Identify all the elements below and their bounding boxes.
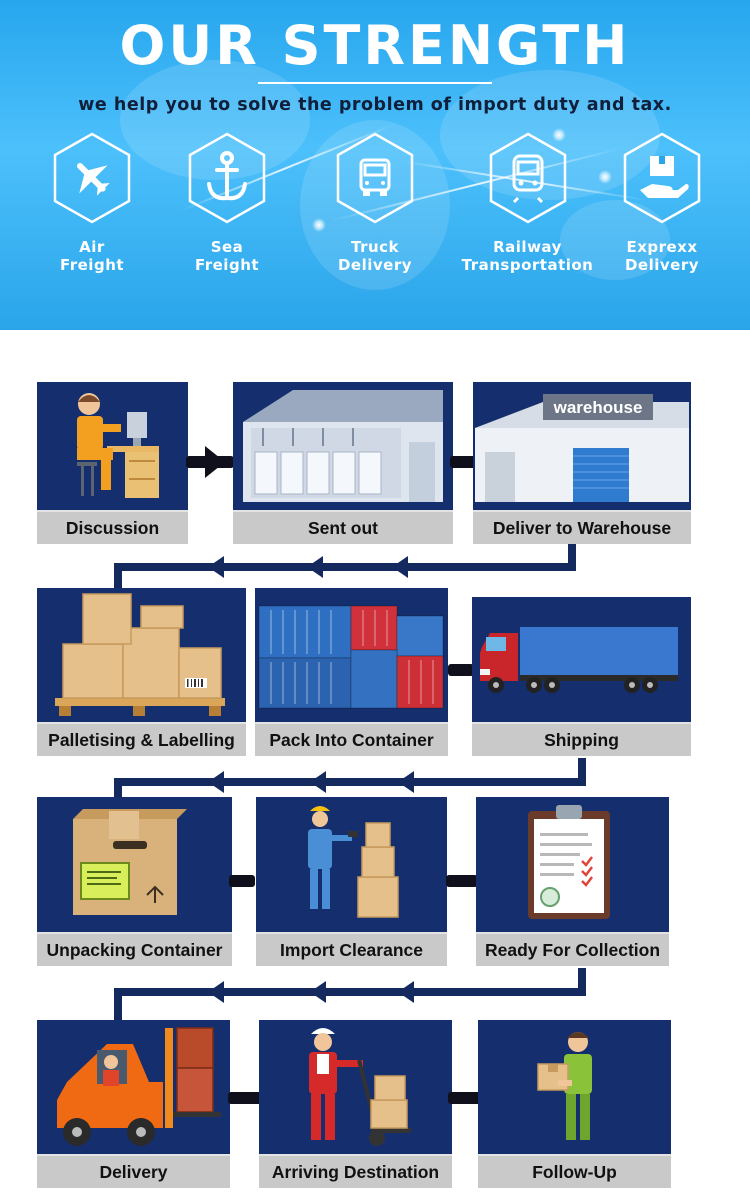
hand-truck-worker-icon — [259, 1020, 452, 1152]
step-label: Pack Into Container — [255, 722, 448, 756]
flow-line — [114, 988, 122, 1022]
service-label: Air — [79, 238, 105, 256]
flow-line — [578, 758, 586, 786]
flow-line — [114, 778, 122, 800]
map-continent-shape — [120, 60, 310, 180]
service-label: Freight — [194, 256, 260, 274]
arrow-right-icon — [205, 446, 225, 478]
step-card-discussion: Discussion — [37, 382, 188, 544]
flow-arrow — [208, 981, 224, 1003]
step-card-ready-for-collection: Ready For Collection — [476, 797, 669, 966]
page-subtitle: we help you to solve the problem of impo… — [78, 95, 672, 115]
flow-arrow — [310, 771, 326, 793]
package-hand-icon — [623, 132, 701, 224]
step-card-arriving-destination: Arriving Destination — [259, 1020, 452, 1188]
step-connector — [448, 664, 474, 676]
clipboard-checklist-icon — [476, 797, 669, 932]
flow-arrow — [208, 771, 224, 793]
map-continent-shape — [300, 120, 450, 290]
flow-arrow — [398, 771, 414, 793]
step-label: Follow-Up — [478, 1154, 671, 1188]
route-glow-dot — [312, 218, 326, 232]
flow-line — [578, 968, 586, 996]
route-glow-dot — [552, 128, 566, 142]
page-title: OUR STRENGTH — [119, 14, 631, 77]
step-label: Unpacking Container — [37, 932, 232, 966]
courier-with-box-icon — [478, 1020, 671, 1152]
step-connector — [228, 1092, 262, 1104]
worker-scanning-boxes-icon — [256, 797, 447, 932]
flow-arrow — [398, 981, 414, 1003]
flow-line — [114, 778, 586, 786]
forklift-icon — [37, 1020, 230, 1152]
step-card-shipping: Shipping — [472, 597, 691, 756]
flow-arrow — [307, 556, 323, 578]
step-card-pack-into-container: Pack Into Container — [255, 588, 448, 756]
factory-building-icon — [233, 382, 453, 510]
service-label: Freight — [59, 256, 125, 274]
flow-line — [114, 988, 586, 996]
step-connector — [448, 1092, 482, 1104]
step-label: Shipping — [472, 722, 691, 756]
step-card-deliver-to-warehouse: warehouse Deliver to Warehouse — [473, 382, 691, 544]
route-glow-dot — [598, 170, 612, 184]
anchor-icon — [188, 132, 266, 224]
step-label: Sent out — [233, 510, 453, 544]
service-label: Sea — [210, 238, 244, 256]
airplane-icon — [53, 132, 131, 224]
truck-icon — [472, 597, 691, 719]
flow-line — [114, 563, 576, 571]
step-label: Delivery — [37, 1154, 230, 1188]
step-label: Palletising & Labelling — [37, 722, 246, 756]
open-box-icon — [37, 797, 232, 932]
step-card-sent-out: Sent out — [233, 382, 453, 544]
boxes-on-pallet-icon — [37, 588, 246, 720]
step-label: Ready For Collection — [476, 932, 669, 966]
shipping-containers-icon — [255, 588, 448, 720]
step-card-unpacking-container: Unpacking Container — [37, 797, 232, 966]
service-label: Railway — [493, 238, 562, 256]
step-connector — [450, 456, 476, 468]
step-label: Arriving Destination — [259, 1154, 452, 1188]
service-label: Exprexx — [626, 238, 698, 256]
step-label: Discussion — [37, 510, 188, 544]
map-continent-shape — [440, 70, 660, 200]
warehouse-icon: warehouse — [473, 382, 691, 510]
warehouse-sign-text: warehouse — [553, 398, 643, 417]
flow-arrow — [310, 981, 326, 1003]
operator-at-desk-icon — [37, 382, 188, 510]
truck-icon — [336, 132, 414, 224]
service-label: Truck — [350, 238, 400, 256]
hero-banner: OUR STRENGTH we help you to solve the pr… — [0, 0, 750, 330]
flow-line — [114, 563, 122, 589]
step-connector — [446, 875, 478, 887]
step-label: Import Clearance — [256, 932, 447, 966]
train-icon — [489, 132, 566, 224]
flow-arrow — [208, 556, 224, 578]
service-label: Delivery — [624, 256, 700, 274]
map-continent-shape — [560, 200, 670, 280]
service-label: Delivery — [337, 256, 413, 274]
flow-arrow — [392, 556, 408, 578]
step-label: Deliver to Warehouse — [473, 510, 691, 544]
step-card-delivery: Delivery — [37, 1020, 230, 1188]
step-card-palletising-labelling: Palletising & Labelling — [37, 588, 246, 756]
flow-line — [568, 543, 576, 571]
step-connector — [229, 875, 255, 887]
service-label: Transportation — [461, 256, 594, 274]
title-underline — [258, 82, 492, 84]
step-card-follow-up: Follow-Up — [478, 1020, 671, 1188]
step-card-import-clearance: Import Clearance — [256, 797, 447, 966]
